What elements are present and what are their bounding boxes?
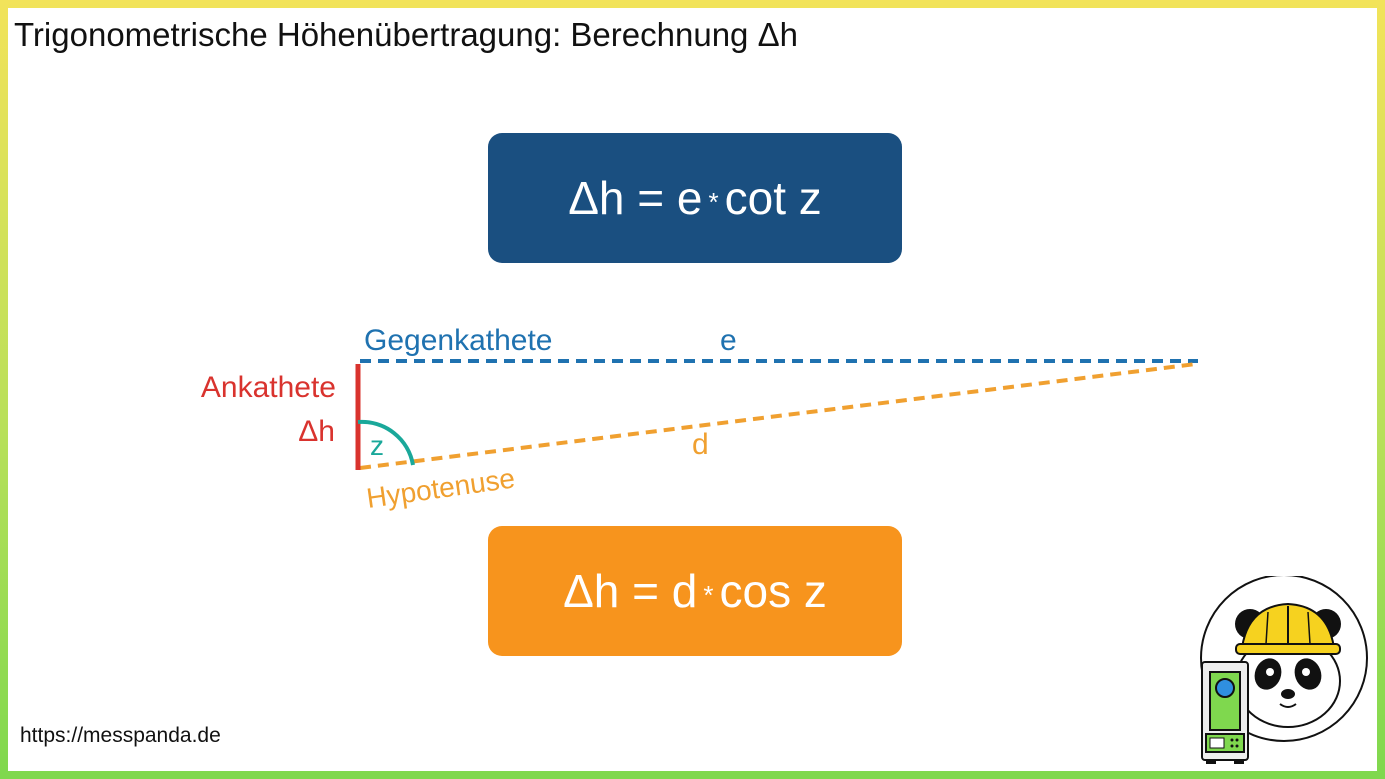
hypotenuse-line — [359, 362, 1197, 470]
hypotenuse-label: Hypotenuse — [365, 462, 517, 513]
formula-cos-lhs: Δh = d — [563, 565, 698, 617]
formula-cos-rhs: cos z — [719, 565, 827, 617]
delta-h-label: Δh — [298, 415, 335, 448]
formula-cot-lhs: Δh = e — [568, 172, 703, 224]
formula-cot-rhs: cot z — [724, 172, 822, 224]
formula-cot-box: Δh = e * cot z — [488, 133, 902, 263]
e-label: e — [720, 324, 737, 357]
formula-cos-multiply: * — [703, 579, 714, 610]
formula-cot-multiply: * — [708, 186, 719, 217]
formula-cos-box: Δh = d * cos z — [488, 526, 902, 656]
d-label: d — [692, 428, 709, 461]
page-title: Trigonometrische Höhenübertragung: Berec… — [14, 16, 798, 53]
gegenkathete-label: Gegenkathete — [364, 324, 552, 357]
panda-with-hard-hat-and-total-station-icon — [1200, 576, 1368, 764]
website-url: https://messpanda.de — [20, 724, 221, 747]
z-label: z — [370, 430, 384, 461]
ankathete-label: Ankathete — [201, 371, 336, 404]
angle-z-arc — [357, 419, 415, 466]
